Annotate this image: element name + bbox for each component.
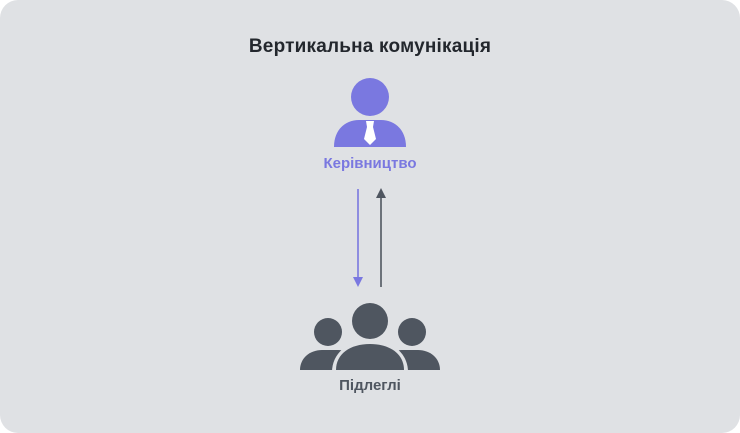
manager-label: Керівництво [323, 155, 417, 172]
manager-icon [334, 78, 406, 147]
group-icon [300, 302, 440, 372]
communication-arrows [353, 188, 386, 287]
downward-arrow [353, 189, 363, 287]
diagram-title: Вертикальна комунікація [248, 36, 492, 57]
upward-arrow [376, 188, 386, 287]
subordinates-label: Підлеглі [339, 377, 401, 394]
